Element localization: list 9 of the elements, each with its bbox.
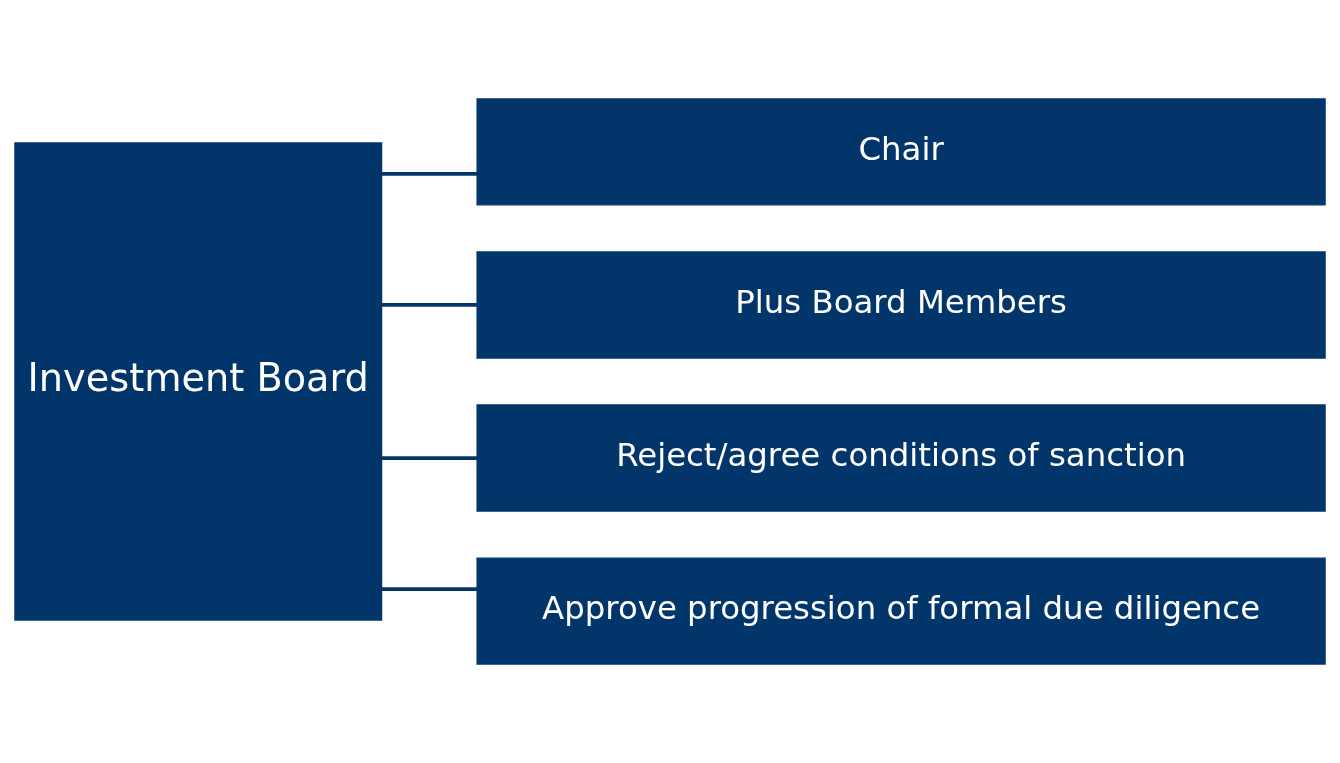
connector — [381, 456, 478, 460]
node-box: Reject/agree conditions of sanction — [476, 404, 1326, 512]
node-box: Chair — [476, 98, 1326, 206]
node-box: Investment Board — [14, 142, 383, 621]
connector — [381, 172, 478, 176]
connector — [381, 587, 478, 591]
connector — [381, 303, 478, 307]
node-box: Approve progression of formal due diligence — [476, 557, 1326, 665]
node-box: Plus Board Members — [476, 251, 1326, 359]
